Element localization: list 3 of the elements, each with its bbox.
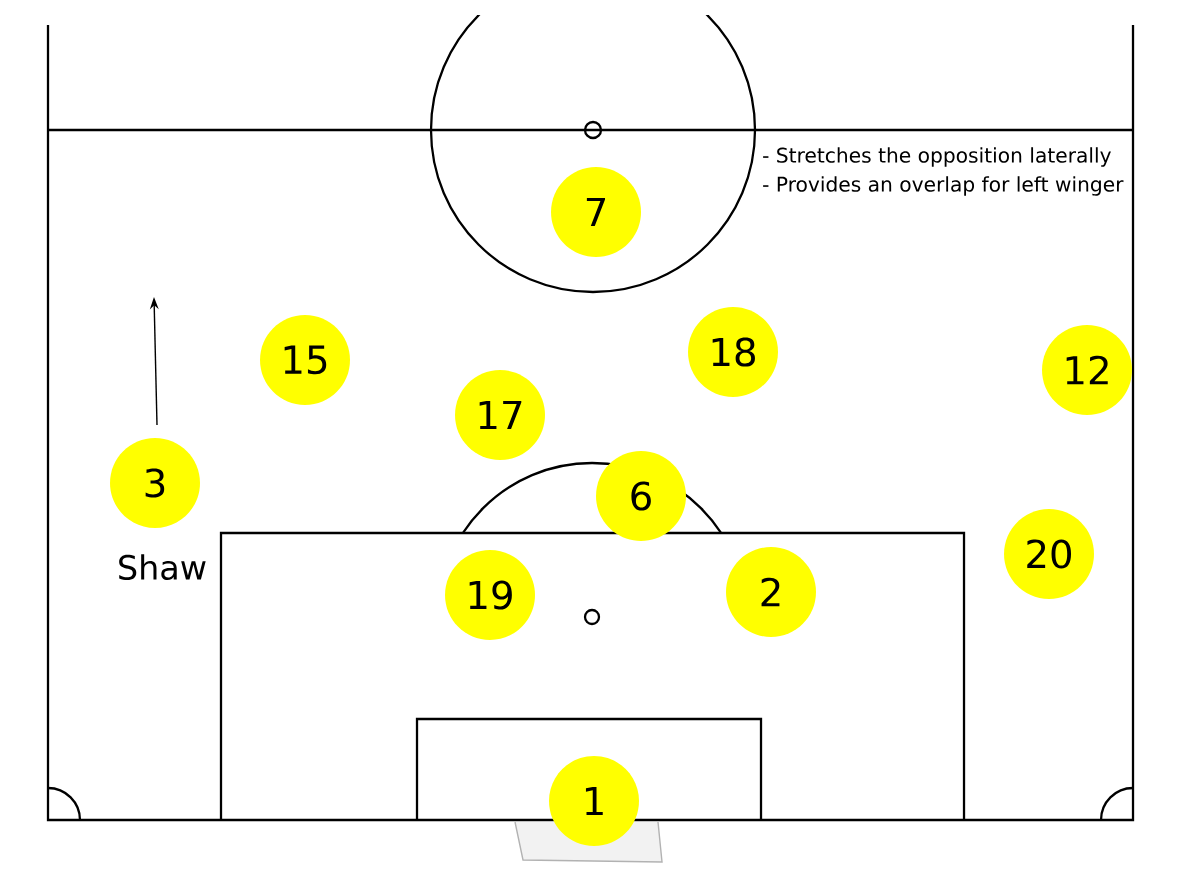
note-text: - Provides an overlap for left winger	[760, 174, 1126, 198]
note-text: - Stretches the opposition laterally	[760, 145, 1114, 169]
player-name: Shaw	[119, 554, 206, 581]
